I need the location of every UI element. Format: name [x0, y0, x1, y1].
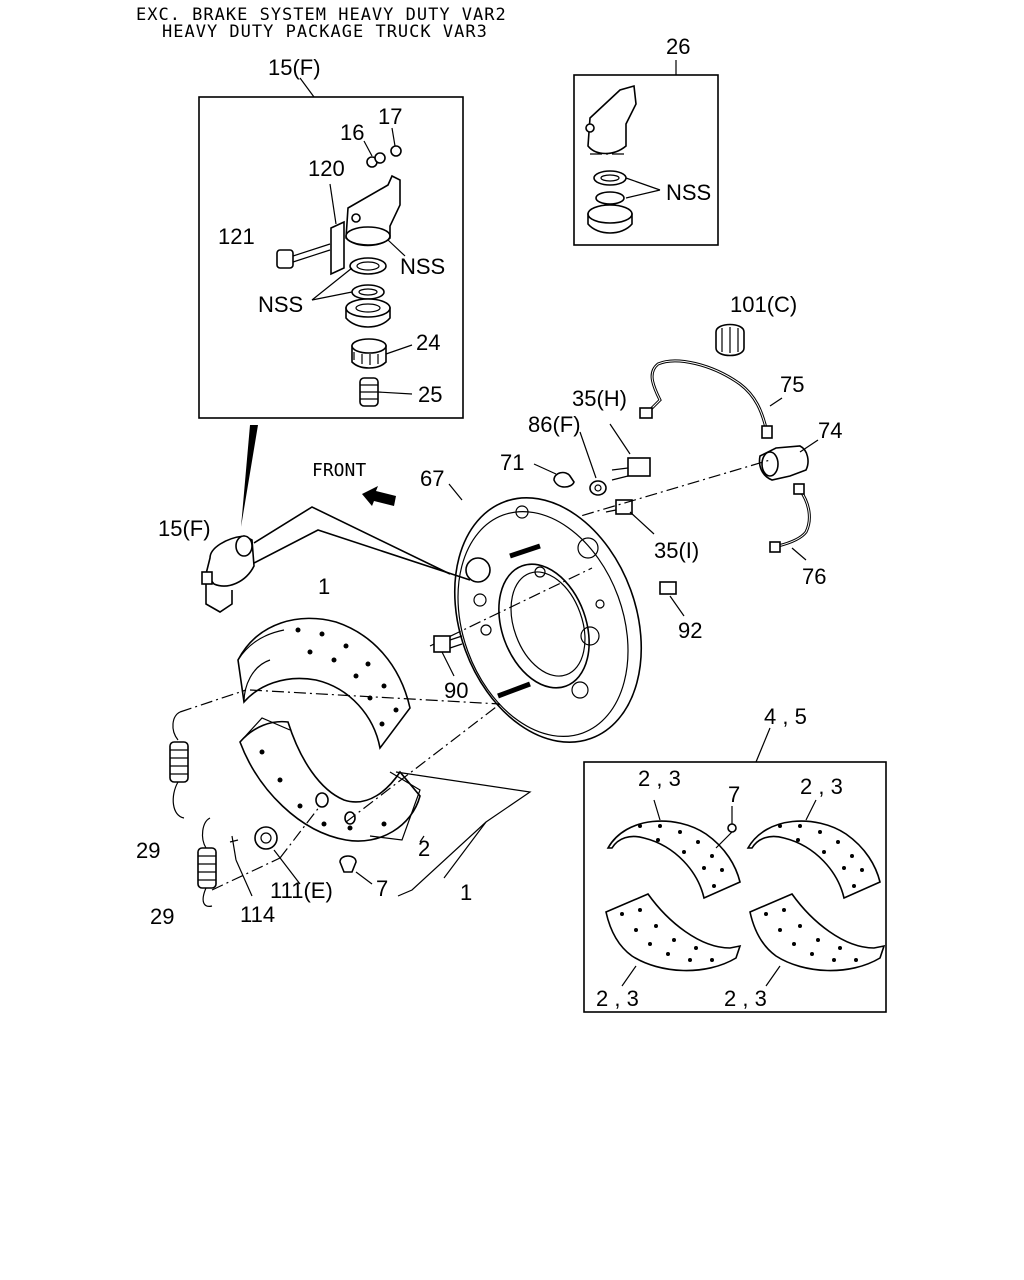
callout-1-bot: 1 — [460, 880, 472, 905]
callout-2-3-d: 2 , 3 — [724, 986, 767, 1011]
callout-17: 17 — [378, 104, 402, 129]
callout-2-3-a: 2 , 3 — [638, 766, 681, 791]
bolt-90 — [433, 635, 463, 677]
callout-86f: 86(F) — [528, 412, 581, 437]
callout-90: 90 — [444, 678, 468, 703]
callout-71: 71 — [500, 450, 524, 475]
callout-24: 24 — [416, 330, 440, 355]
callout-35h: 35(H) — [572, 386, 627, 411]
callout-92: 92 — [678, 618, 702, 643]
camshaft-15f — [201, 506, 471, 613]
callout-101c: 101(C) — [730, 292, 797, 317]
inset-box-26 — [573, 60, 719, 246]
backing-plate-67 — [448, 483, 643, 743]
callout-26: 26 — [666, 34, 690, 59]
spring-29-upper — [169, 711, 189, 819]
inset-box-4-5 — [583, 727, 887, 1013]
front-arrow — [362, 486, 396, 506]
callout-35i: 35(I) — [654, 538, 699, 563]
callout-7-box: 7 — [728, 782, 740, 807]
inset-box-15f — [198, 77, 464, 527]
header-line-2: HEAVY DUTY PACKAGE TRUCK VAR3 — [162, 22, 488, 42]
callout-76: 76 — [802, 564, 826, 589]
callout-15f-mid: 15(F) — [158, 516, 211, 541]
callout-nss-b: NSS — [258, 292, 303, 317]
callout-4-5: 4 , 5 — [764, 704, 807, 729]
callout-29-a: 29 — [136, 838, 160, 863]
callout-120: 120 — [308, 156, 345, 181]
header-line-1: EXC. BRAKE SYSTEM HEAVY DUTY VAR2 — [136, 5, 507, 25]
brake-shoe-lower — [239, 717, 532, 897]
inset-parts-15f — [276, 127, 413, 407]
spring-29-lower — [197, 817, 217, 907]
callout-2-3-b: 2 , 3 — [800, 774, 843, 799]
brake-shoe-upper — [237, 617, 411, 750]
callout-nss-a: NSS — [400, 254, 445, 279]
small-hardware — [229, 826, 425, 897]
callout-2-3-c: 2 , 3 — [596, 986, 639, 1011]
callout-15f-top: 15(F) — [268, 55, 321, 80]
front-label: FRONT — [312, 460, 366, 481]
callout-111e: 111(E) — [270, 878, 333, 903]
callout-67: 67 — [420, 466, 444, 491]
callout-75: 75 — [780, 372, 804, 397]
hose-and-fittings — [533, 323, 819, 617]
callout-25: 25 — [418, 382, 442, 407]
callout-16: 16 — [340, 120, 364, 145]
callout-7: 7 — [376, 876, 388, 901]
callout-74: 74 — [818, 418, 842, 443]
callout-1-top: 1 — [318, 574, 330, 599]
callout-nss-c: NSS — [666, 180, 711, 205]
callout-121: 121 — [218, 224, 255, 249]
callout-114: 114 — [240, 902, 275, 927]
callout-29-b: 29 — [150, 904, 174, 929]
callout-2: 2 — [418, 836, 430, 861]
